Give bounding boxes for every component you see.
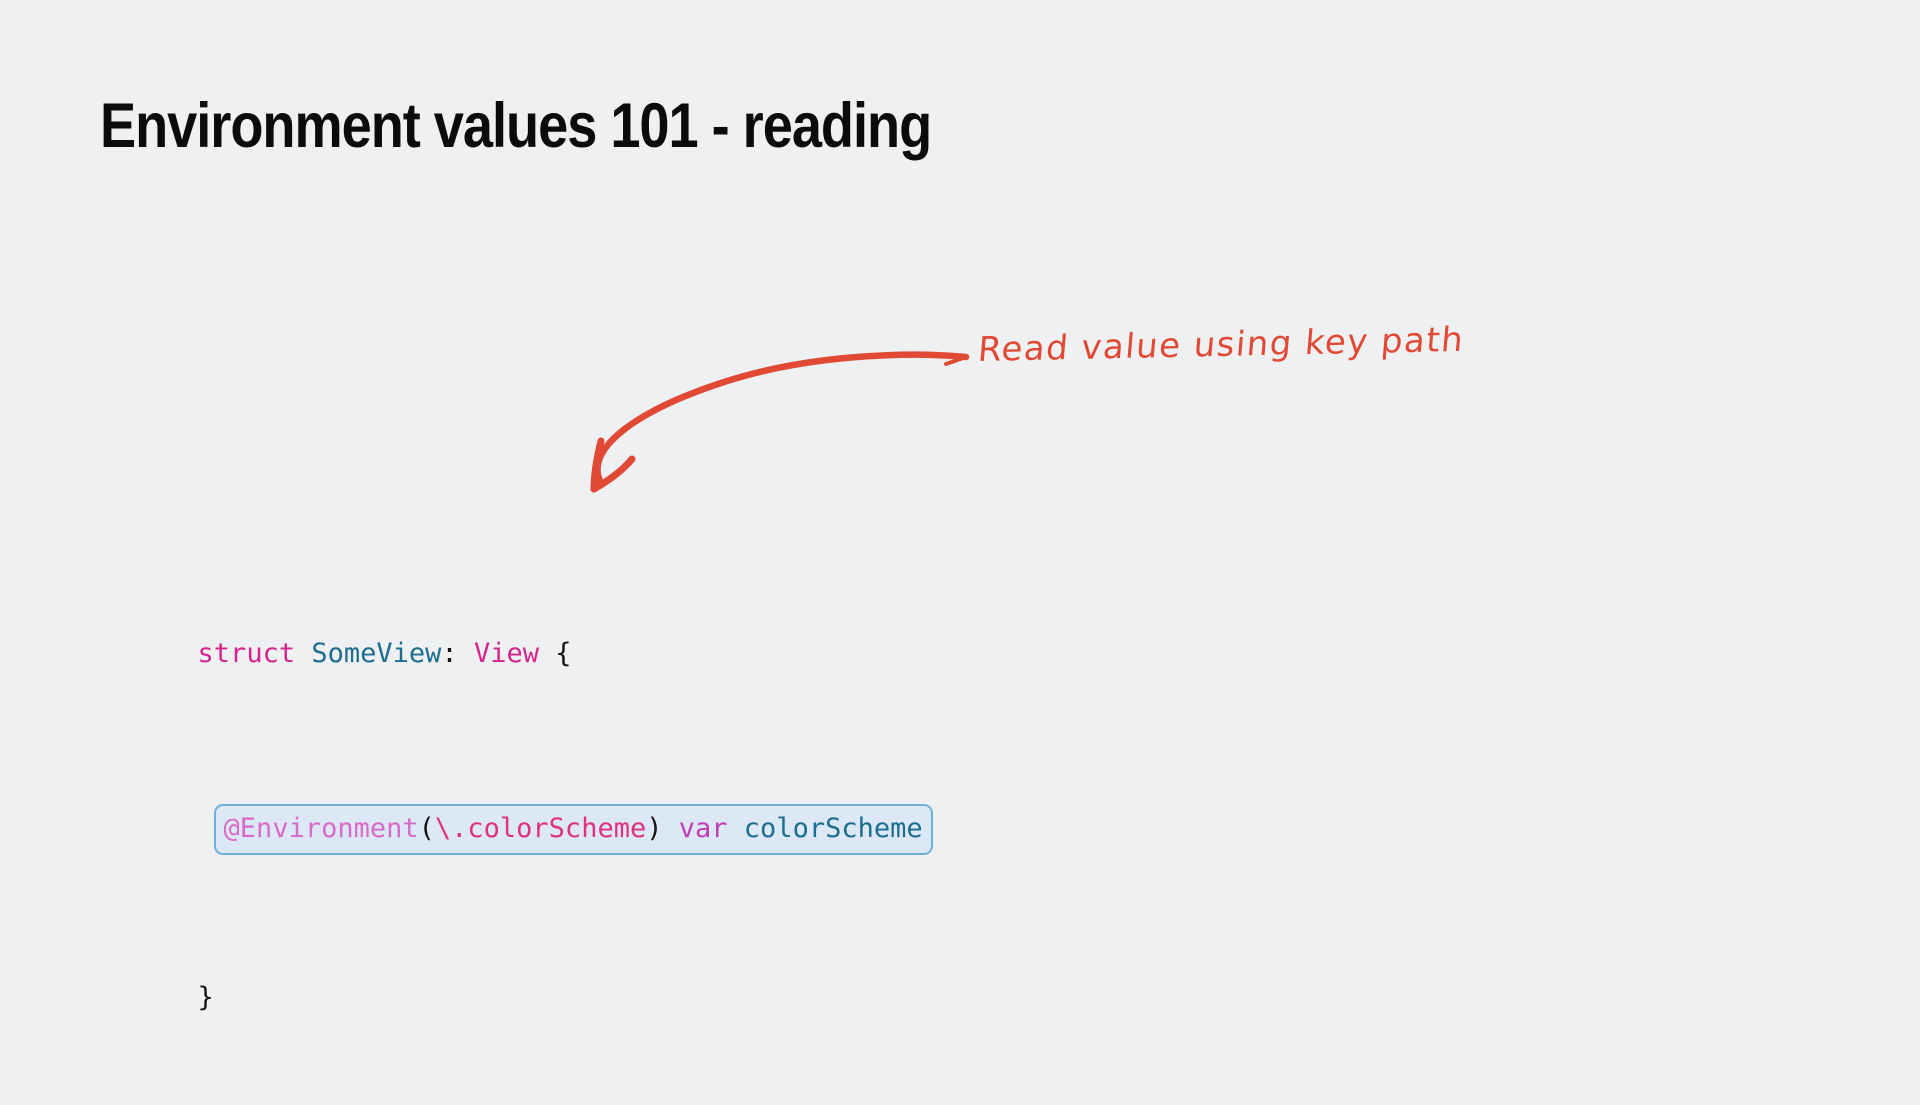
token-property-name: colorScheme (743, 813, 923, 844)
token-colon: : (441, 638, 458, 669)
token-open-paren: ( (418, 813, 435, 844)
token-keypath: \.colorScheme (434, 813, 647, 844)
code-line-3: } (100, 933, 933, 1013)
token-var-keyword: var (678, 813, 728, 844)
token-close-paren: ) (646, 813, 663, 844)
token-someview-type: SomeView (311, 638, 442, 669)
token-environment-attribute: @Environment (223, 813, 419, 844)
token-open-brace: { (555, 638, 572, 669)
annotation-arrow-tail-flick (944, 355, 968, 366)
token-space (458, 638, 474, 669)
annotation-label: Read value using key path (976, 319, 1466, 370)
highlight-pill: @Environment(\.colorScheme) var colorSch… (213, 804, 933, 855)
token-space (662, 813, 678, 844)
page-title: Environment values 101 - reading (100, 91, 932, 162)
token-view-protocol: View (473, 638, 539, 669)
code-line-1: struct SomeView: View { (100, 589, 933, 669)
token-space (539, 638, 555, 669)
code-line-2: @Environment(\.colorScheme) var colorSch… (100, 761, 933, 855)
token-close-brace: } (197, 982, 214, 1013)
token-struct-keyword: struct (197, 638, 296, 669)
slide-canvas: Environment values 101 - reading struct … (100, 91, 1466, 1013)
token-space (295, 638, 311, 669)
code-block: struct SomeView: View { @Environment(\.c… (100, 460, 933, 1105)
token-space (728, 813, 744, 844)
